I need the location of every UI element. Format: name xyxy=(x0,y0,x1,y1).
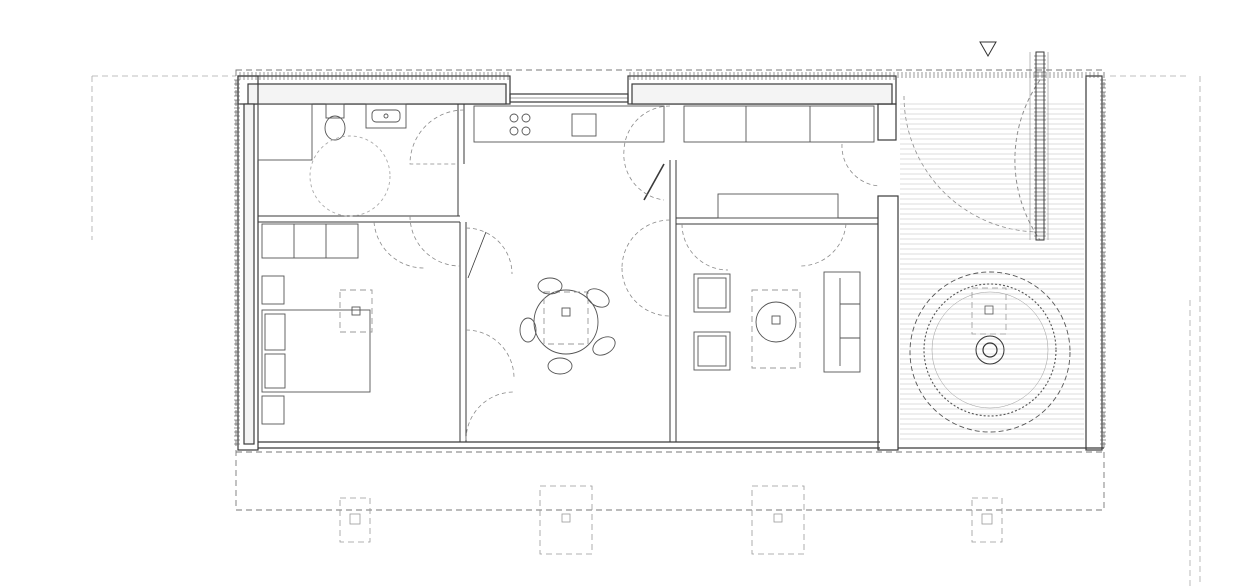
roof-outline xyxy=(235,69,1105,511)
terrace-decking xyxy=(900,103,1084,440)
north-marker-icon xyxy=(979,41,997,58)
living-furniture xyxy=(693,271,861,373)
interior-partitions xyxy=(258,104,878,442)
tree-trunk-icon xyxy=(975,335,1005,365)
footing-pads xyxy=(339,485,1003,555)
door-swings xyxy=(373,79,1041,441)
bathroom-fixtures xyxy=(257,103,407,217)
bedroom-furniture xyxy=(261,223,373,425)
tree-canopy-symbol xyxy=(909,271,1071,433)
terrace-railing xyxy=(1029,51,1049,241)
dining-table xyxy=(519,277,616,375)
living-cabinets xyxy=(683,105,875,219)
kitchen-counter xyxy=(473,105,665,143)
exterior-walls xyxy=(237,75,1104,451)
datum-lines xyxy=(91,75,1201,586)
